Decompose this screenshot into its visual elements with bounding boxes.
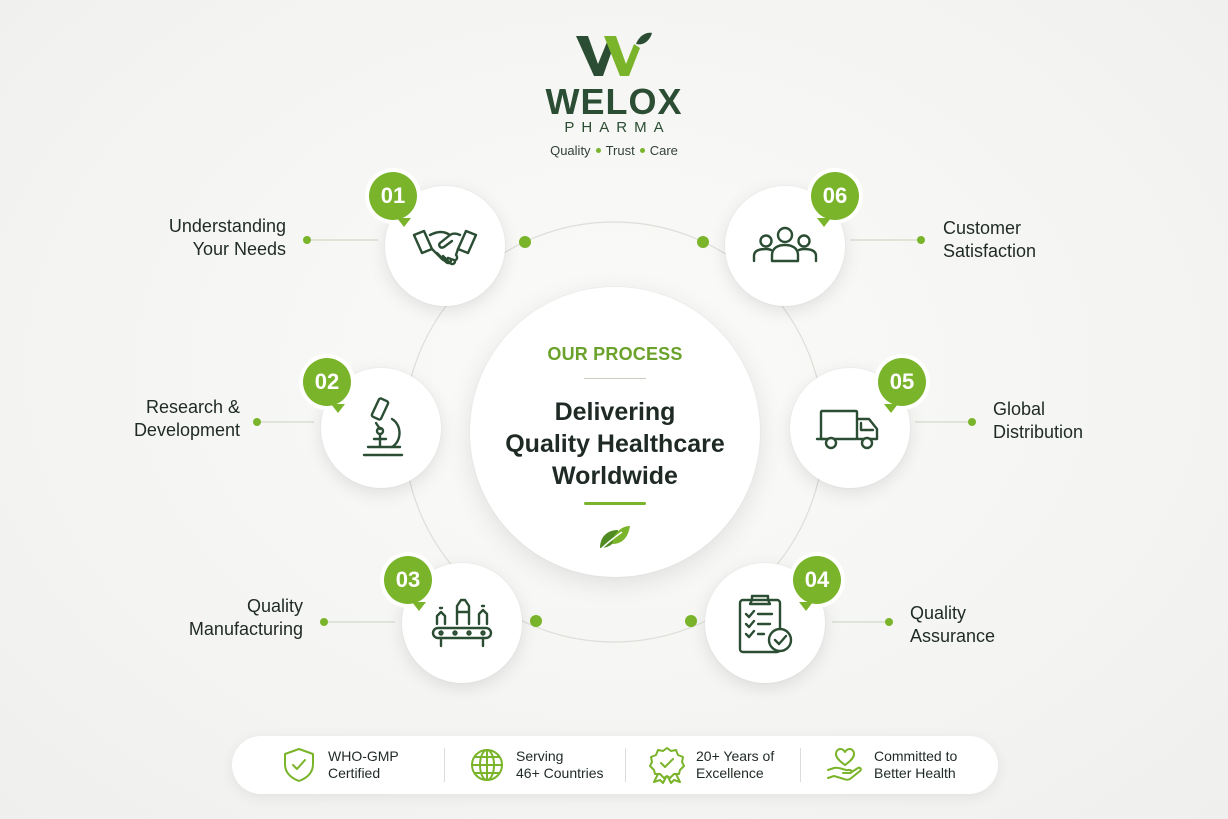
center-title-line: Delivering [554, 398, 676, 426]
tagline-dot [639, 148, 645, 154]
feature-divider [444, 748, 445, 782]
step-label-line: Research & [145, 397, 240, 417]
leader-dot [320, 618, 328, 626]
step-01-badge: 01 [369, 172, 417, 227]
center-title-line: Worldwide [552, 462, 678, 490]
step-02-label: Research & Development [60, 396, 240, 442]
tagline-word: Quality [550, 143, 591, 158]
feature-line: Better Health [874, 765, 956, 781]
ring-dot [530, 615, 542, 627]
feature-divider [800, 748, 801, 782]
step-05-label: Global Distribution [993, 398, 1173, 444]
step-03-label: Quality Manufacturing [120, 595, 303, 641]
step-label-line: Manufacturing [188, 619, 303, 639]
step-label-line: Customer [943, 218, 1022, 238]
delivery-truck-icon [815, 409, 879, 450]
feature-divider [625, 748, 626, 782]
welox-logo-icon [576, 32, 652, 76]
step-label-line: Assurance [910, 626, 996, 646]
step-label-line: Development [133, 420, 240, 440]
step-04-badge: 04 [793, 556, 841, 611]
step-05-badge: 05 [878, 358, 926, 413]
feature-countries: Serving 46+ Countries [468, 736, 604, 794]
step-label-line: Distribution [993, 422, 1084, 442]
feature-line: Certified [328, 765, 381, 781]
feature-who-gmp: WHO-GMP Certified [280, 736, 399, 794]
handshake-icon [412, 229, 478, 266]
step-06-label: Customer Satisfaction [943, 217, 1123, 263]
brand-name: WELOX [545, 81, 683, 122]
step-03-badge: 03 [384, 556, 432, 611]
center-divider [584, 378, 646, 379]
feature-line: WHO-GMP [328, 748, 399, 764]
feature-text: Committed to Better Health [874, 748, 957, 782]
ring-dot [519, 236, 531, 248]
leader-dot [303, 236, 311, 244]
step-label-line: Quality [246, 596, 303, 616]
people-group-icon [752, 226, 818, 263]
globe-icon [471, 749, 503, 781]
feature-line: Committed to [874, 748, 958, 764]
center-accent-bar [584, 502, 646, 505]
step-label-line: Satisfaction [943, 241, 1037, 261]
ring-dot [697, 236, 709, 248]
clipboard-check-icon [738, 594, 793, 654]
microscope-icon [362, 397, 404, 457]
production-line-icon [431, 598, 493, 648]
step-02-badge: 02 [303, 358, 351, 413]
heart-hand-icon [827, 748, 862, 781]
step-06-badge: 06 [811, 172, 859, 227]
feature-text: WHO-GMP Certified [328, 748, 399, 782]
step-label-line: Quality [910, 603, 967, 623]
award-badge-icon [649, 747, 685, 784]
shield-check-icon [284, 748, 314, 782]
step-04-label: Quality Assurance [910, 602, 1090, 648]
center-title-line: Quality Healthcare [505, 430, 725, 458]
ring-dot [685, 615, 697, 627]
features-bar [232, 736, 998, 794]
tagline-dot [595, 148, 601, 154]
step-01-label: Understanding Your Needs [104, 215, 286, 261]
center-kicker: OUR PROCESS [547, 344, 683, 364]
step-label-line: Your Needs [192, 239, 286, 259]
leader-dot [917, 236, 925, 244]
leader-dot [885, 618, 893, 626]
brand-tagline: Quality Trust Care [464, 143, 764, 158]
tagline-word: Care [649, 143, 678, 158]
leader-dot [968, 418, 976, 426]
feature-line: Excellence [696, 765, 764, 781]
feature-health: Committed to Better Health [826, 736, 957, 794]
center-circle [470, 287, 760, 577]
feature-line: Serving [516, 748, 564, 764]
feature-years: 20+ Years of Excellence [648, 736, 774, 794]
feature-line: 20+ Years of [696, 748, 775, 764]
step-label-line: Understanding [168, 216, 286, 236]
tagline-word: Trust [605, 143, 635, 158]
step-label-line: Global [993, 399, 1046, 419]
feature-text: Serving 46+ Countries [516, 748, 604, 782]
feature-text: 20+ Years of Excellence [696, 748, 774, 782]
center-title: Delivering Quality Healthcare Worldwide [470, 396, 760, 492]
brand-subname: PHARMA [564, 119, 671, 136]
leader-dot [253, 418, 261, 426]
leaf-icon [598, 526, 630, 552]
feature-line: 46+ Countries [516, 765, 604, 781]
